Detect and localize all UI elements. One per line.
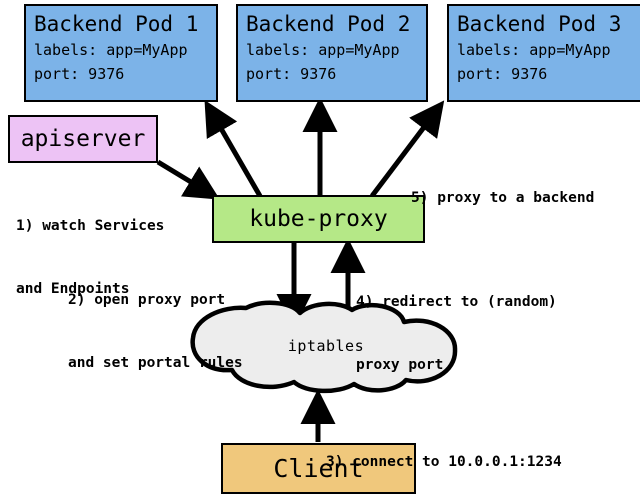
apiserver-label: apiserver: [20, 126, 146, 152]
step-1-line-2: and Endpoints: [16, 281, 130, 297]
pod-labels: labels: app=MyApp: [246, 41, 400, 59]
step-1-line-1: 1) watch Services: [16, 218, 165, 234]
step-4-label: 4) redirect to (random) proxy port: [356, 250, 557, 418]
arrow-kubeproxy-to-pod1: [204, 99, 263, 198]
backend-pod-2: Backend Pod 2 labels: app=MyApp port: 93…: [236, 4, 428, 102]
backend-pod-3: Backend Pod 3 labels: app=MyApp port: 93…: [447, 4, 640, 102]
backend-pod-1: Backend Pod 1 labels: app=MyApp port: 93…: [24, 4, 218, 102]
pod-title: Backend Pod 2: [246, 12, 411, 36]
kube-proxy-label: kube-proxy: [249, 206, 388, 232]
pod-labels: labels: app=MyApp: [457, 41, 611, 59]
kube-proxy-node: kube-proxy: [212, 195, 425, 243]
step-4-line-2: proxy port: [356, 357, 444, 373]
step-4-line-1: 4) redirect to (random): [356, 294, 557, 310]
pod-port: port: 9376: [34, 65, 125, 83]
pod-labels: labels: app=MyApp: [34, 41, 188, 59]
step-1-label: 1) watch Services and Endpoints: [16, 174, 164, 342]
apiserver-node: apiserver: [8, 115, 158, 163]
step-2-line-2: and set portal rules: [68, 355, 243, 371]
arrow-apiserver-to-kubeproxy: [156, 159, 220, 200]
step-5-label: 5) proxy to a backend: [411, 146, 594, 251]
step-3-line-1: 3) connect to 10.0.0.1:1234: [326, 454, 562, 470]
step-2-line-1: 2) open proxy port: [68, 292, 226, 308]
pod-port: port: 9376: [457, 65, 548, 83]
client-label: Client: [273, 454, 364, 483]
pod-title: Backend Pod 1: [34, 12, 199, 36]
client-node: Client: [221, 443, 416, 494]
step-3-label: 3) connect to 10.0.0.1:1234: [326, 410, 562, 494]
pod-port: port: 9376: [246, 65, 337, 83]
pod-title: Backend Pod 3: [457, 12, 622, 36]
step-5-line-1: 5) proxy to a backend: [411, 190, 595, 206]
step-2-label: 2) open proxy port and set portal rules: [68, 248, 243, 416]
